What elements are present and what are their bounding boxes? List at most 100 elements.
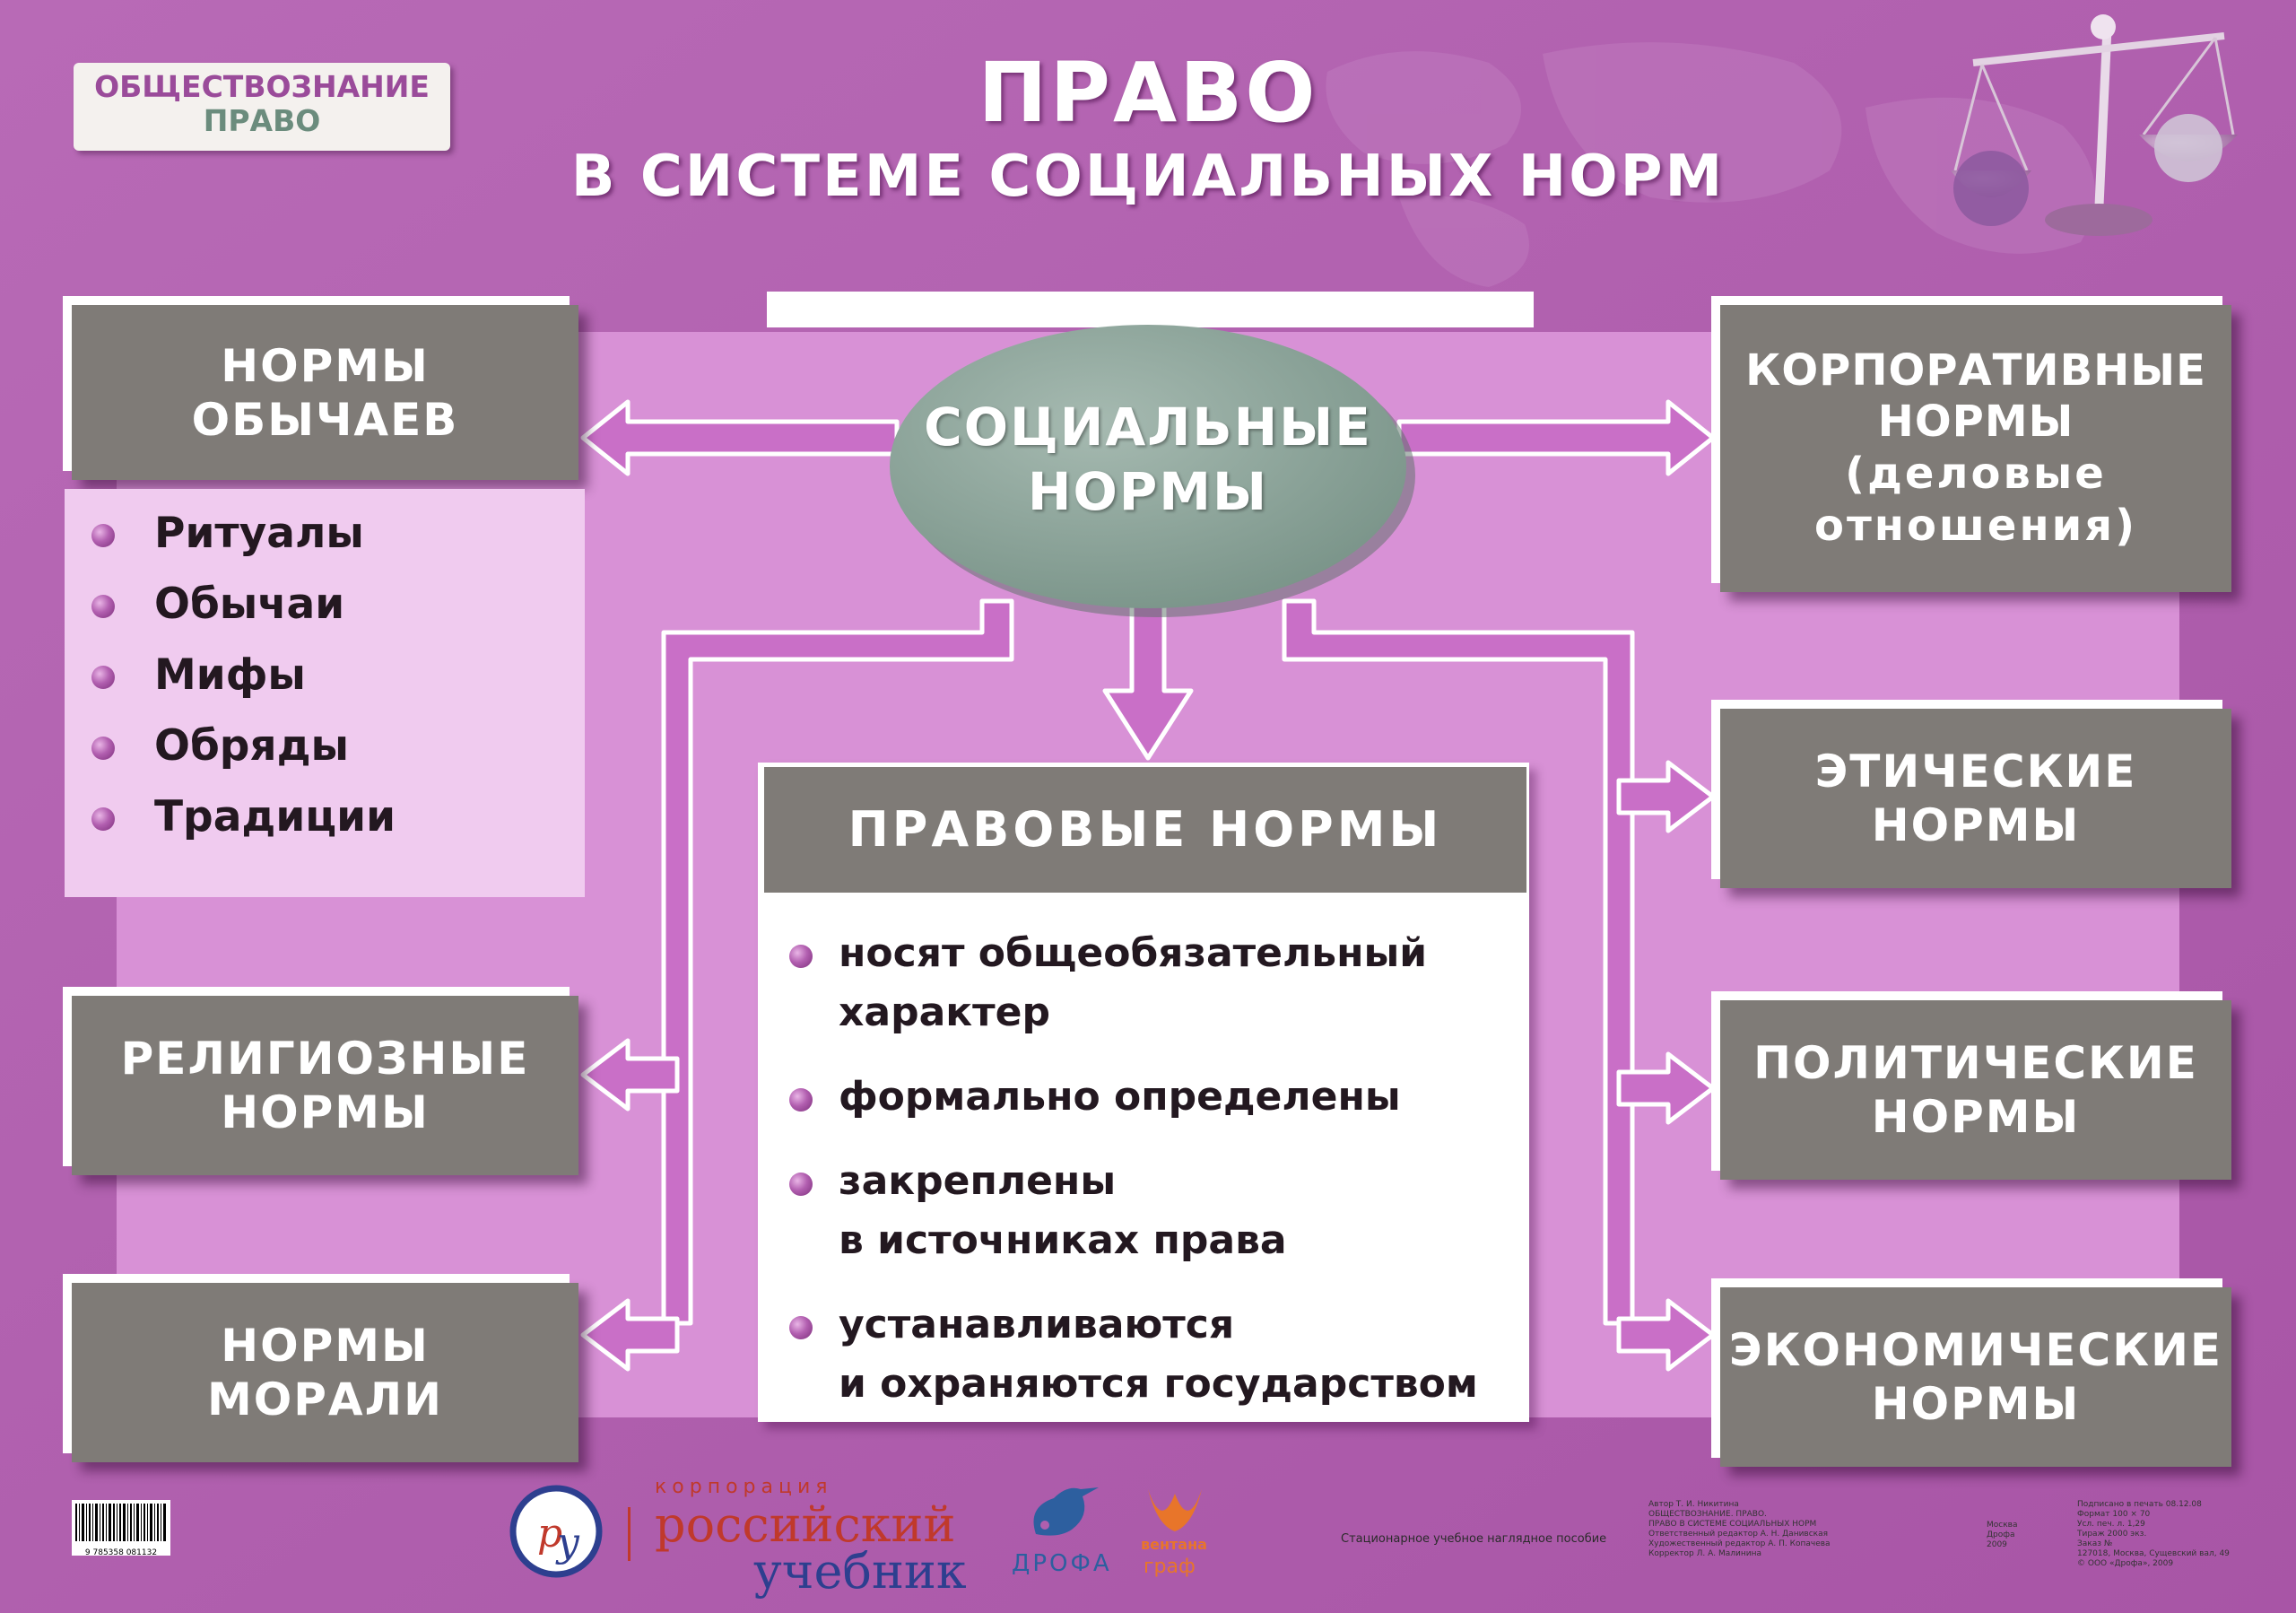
list-item: формально определены [789,1068,1478,1127]
economic-line1: ЭКОНОМИЧЕСКИЕ [1728,1324,2223,1376]
imprint-line: Художественный редактор А. П. Копачева [1648,1539,1831,1548]
economic-line2: НОРМЫ [1871,1378,2081,1430]
customs-list-panel: Ритуалы Обычаи Мифы Обряды Традиции [65,489,585,897]
list-item: Обряды [91,721,396,795]
bullet-icon [789,1316,813,1339]
bullet-icon [91,595,115,618]
city-line: Москва [1987,1521,2018,1530]
spec-line: Заказ № [2077,1539,2113,1548]
publisher-divider [628,1507,631,1561]
spec-line: Усл. печ. л. 1,29 [2077,1520,2145,1529]
spec-line: Тираж 2000 экз. [2077,1530,2147,1539]
top-white-strip [767,292,1534,327]
svg-text:y: y [555,1520,580,1565]
list-item: Традиции [91,795,396,866]
customs-item: Обычаи [154,580,345,629]
legal-norms-title: ПРАВОВЫЕ НОРМЫ [848,800,1443,858]
drofa-label: ДРОФА [1012,1550,1112,1577]
bullet-icon [789,1088,813,1112]
social-norms-line1: СОЦИАЛЬНЫЕ [924,397,1372,458]
imprint-line: Ответственный редактор А. Н. Данивская [1648,1530,1829,1539]
ethical-line1: ЭТИЧЕСКИЕ [1814,745,2137,798]
legal-item-line: устанавливаются [839,1302,1235,1347]
arrow-to-political [1616,1051,1716,1125]
badge-line2: ПРАВО [203,102,321,138]
customs-item: Обряды [154,721,350,771]
specs-block: Подписано в печать 08.12.08 Формат 100 ×… [2077,1500,2230,1569]
imprint-line: ОБЩЕСТВОЗНАНИЕ. ПРАВО. [1648,1510,1767,1519]
legal-norms-title-box: ПРАВОВЫЕ НОРМЫ [764,767,1526,893]
ventana-line1: вентана [1141,1536,1207,1553]
list-item: Обычаи [91,580,396,653]
page-subtitle: В СИСТЕМЕ СОЦИАЛЬНЫХ НОРМ [570,144,1726,210]
bullet-icon [91,807,115,831]
central-ellipse [890,325,1406,608]
imprint-block: Автор Т. И. Никитина ОБЩЕСТВОЗНАНИЕ. ПРА… [1648,1500,1831,1559]
publisher-small: корпорация [655,1476,833,1498]
moral-norms-box: НОРМЫ МОРАЛИ [72,1283,578,1462]
customs-line2: ОБЫЧАЕВ [191,393,459,446]
list-item: устанавливаются и охраняются государство… [789,1295,1478,1414]
legal-item-line: носят общеобязательный [839,930,1428,976]
bullet-icon [91,524,115,547]
publisher-line1: российский [655,1496,956,1553]
corporate-line1: КОРПОРАТИВНЫЕ [1745,344,2206,396]
economic-norms-box: ЭКОНОМИЧЕСКИЕ НОРМЫ [1720,1287,2231,1467]
moral-line2: МОРАЛИ [207,1373,443,1426]
publisher-line2: учебник [753,1543,967,1600]
legal-item-line: и охраняются государством [839,1361,1478,1407]
list-item: носят общеобязательный характер [789,924,1478,1042]
list-item: Ритуалы [91,509,396,582]
corporate-line2: НОРМЫ [1877,397,2074,448]
spec-line: 127018, Москва, Сущевский вал, 49 [2077,1549,2230,1558]
arrow-to-economic [1616,1298,1716,1372]
city-line: 2009 [1987,1540,2007,1549]
religious-line1: РЕЛИГИОЗНЫЕ [120,1033,530,1085]
religious-norms-box: РЕЛИГИОЗНЫЕ НОРМЫ [72,996,578,1175]
russian-textbook-logo-icon: p y [509,1485,603,1578]
social-norms-label: СОЦИАЛЬНЫЕ НОРМЫ [890,395,1406,524]
legal-item-line: закреплены [839,1158,1117,1204]
imprint-line: Корректор Л. А. Малинина [1648,1549,1761,1558]
religious-line2: НОРМЫ [221,1086,430,1138]
ventana-line2: граф [1144,1556,1196,1578]
arrow-to-religious [580,1038,680,1112]
spec-line: Формат 100 × 70 [2077,1510,2151,1519]
bullet-icon [789,945,813,968]
arrow-to-ethical [1616,760,1716,833]
ventana-graf-icon [1148,1489,1202,1531]
bullet-icon [789,1173,813,1196]
city-block: Москва Дрофа 2009 [1987,1521,2017,1550]
moral-line1: НОРМЫ [221,1320,430,1372]
bullet-icon [91,737,115,760]
page-title: ПРАВО [978,45,1318,141]
barcode-number: 9 785358 081132 [84,1548,158,1557]
imprint-line: Автор Т. И. Никитина [1648,1500,1739,1509]
imprint-line: ПРАВО В СИСТЕМЕ СОЦИАЛЬНЫХ НОРМ [1648,1520,1817,1529]
scales-icon [1951,14,2238,236]
legal-item-line: формально определены [839,1074,1401,1120]
customs-item: Мифы [154,650,306,700]
political-line1: ПОЛИТИЧЕСКИЕ [1753,1037,2198,1089]
ethical-norms-box: ЭТИЧЕСКИЕ НОРМЫ [1720,709,2231,888]
svg-text:p: p [537,1511,562,1556]
legal-item-line: характер [839,990,1050,1035]
barcode-icon [75,1504,166,1541]
city-line: Дрофа [1987,1530,2015,1539]
customs-item: Ритуалы [154,509,364,558]
manual-type: Стационарное учебное наглядное пособие [1341,1532,1607,1546]
corporate-norms-box: КОРПОРАТИВНЫЕ НОРМЫ (деловые отношения) [1720,305,2231,592]
arrow-to-customs [580,399,900,476]
corporate-line4: отношения) [1813,500,2138,551]
subject-badge: ОБЩЕСТВОЗНАНИЕ ПРАВО [74,63,450,151]
arrow-to-corporate [1396,399,1716,476]
social-norms-line2: НОРМЫ [1027,461,1269,522]
bullet-icon [91,666,115,689]
drofa-bird-icon [1033,1487,1099,1536]
legal-item-line: в источниках права [839,1217,1287,1263]
corporate-line3: (деловые [1845,449,2107,499]
political-norms-box: ПОЛИТИЧЕСКИЕ НОРМЫ [1720,1000,2231,1180]
list-item: Мифы [91,650,396,724]
